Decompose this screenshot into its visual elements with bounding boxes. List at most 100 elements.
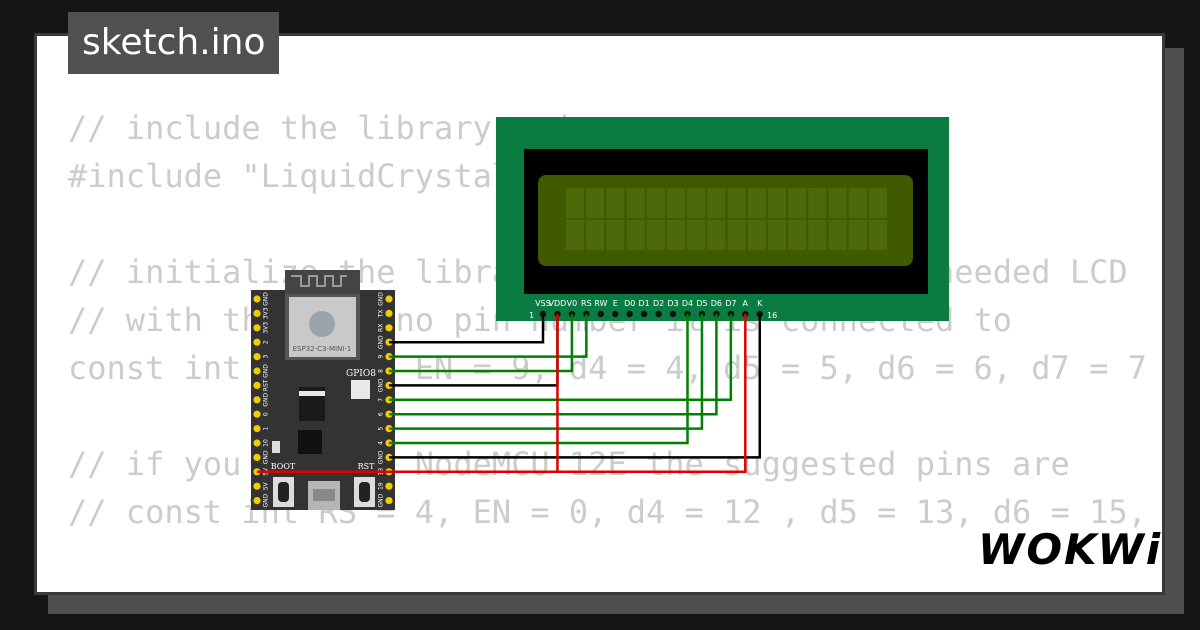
lcd-character-cell xyxy=(626,220,645,250)
board-pin[interactable] xyxy=(253,482,261,490)
wire[interactable] xyxy=(389,314,718,416)
lcd-pin-label: A xyxy=(743,299,749,308)
board-pin-label: 19 xyxy=(378,482,385,490)
board-pin-label: GND xyxy=(378,378,385,392)
board-pin-label: GND xyxy=(378,292,385,306)
wire[interactable] xyxy=(389,314,733,402)
board-pin-label: GND xyxy=(263,364,270,378)
wire[interactable] xyxy=(389,314,689,445)
wires xyxy=(257,314,761,474)
lcd-pin[interactable] xyxy=(669,310,677,318)
lcd-character-cell xyxy=(727,188,746,218)
lcd-pin-label: D0 xyxy=(624,299,635,308)
smd-component xyxy=(272,441,280,453)
wire[interactable] xyxy=(389,314,545,344)
lcd-character-cell xyxy=(586,188,605,218)
board-pin[interactable] xyxy=(385,497,393,505)
board-pin[interactable] xyxy=(385,295,393,303)
regulator-band xyxy=(299,391,325,396)
lcd-character-cell xyxy=(768,188,786,218)
rst-label: RST xyxy=(358,462,376,471)
board-pin[interactable] xyxy=(385,324,393,332)
board-pin-label: 1 xyxy=(263,427,270,431)
lcd-character-cell xyxy=(566,188,584,218)
lcd-character-cell xyxy=(788,220,807,250)
board-pin[interactable] xyxy=(253,453,261,461)
lcd-pin[interactable] xyxy=(640,310,648,318)
lcd-pin-first-label: 1 xyxy=(529,311,534,320)
lcd-character-cell xyxy=(667,188,685,218)
lcd-pin-label: D6 xyxy=(711,299,722,308)
board-pin[interactable] xyxy=(385,482,393,490)
board-pin[interactable] xyxy=(253,338,261,346)
board-pin-label: RX xyxy=(378,324,385,332)
lcd-character-cell xyxy=(768,220,786,250)
lcd-pin-label: V0 xyxy=(567,299,578,308)
board-pin-label: GND xyxy=(263,450,270,464)
lcd-pin-label: D7 xyxy=(725,299,736,308)
lcd-pin[interactable] xyxy=(612,310,619,318)
lcd-character-cell xyxy=(828,188,847,218)
board-pin[interactable] xyxy=(253,396,261,404)
lcd-pin[interactable] xyxy=(626,310,633,318)
board-pin[interactable] xyxy=(253,381,261,389)
board-pin-label: 0 xyxy=(263,412,270,416)
wire[interactable] xyxy=(389,314,574,373)
wokwi-logo: WOKWi xyxy=(978,525,1163,574)
lcd-character-cell xyxy=(667,220,685,250)
lcd-character-cell xyxy=(747,220,766,250)
code-line: // const int RS = 4, EN = 0, d4 = 12 , d… xyxy=(68,493,1147,531)
board-pin-label: 7 xyxy=(378,398,385,402)
wire[interactable] xyxy=(389,314,588,358)
board-pin[interactable] xyxy=(253,353,261,361)
wire[interactable] xyxy=(389,314,761,459)
lcd-character-cell xyxy=(646,188,665,218)
wire[interactable] xyxy=(389,314,704,430)
page-title: sketch.ino xyxy=(68,12,280,74)
lcd-character-cells xyxy=(566,188,887,250)
lcd-pin-label: VDD xyxy=(549,299,567,308)
board-pin[interactable] xyxy=(253,497,261,505)
lcd-pin-label: D2 xyxy=(653,299,664,308)
board-pin[interactable] xyxy=(253,295,261,303)
board-pin[interactable] xyxy=(253,410,261,418)
lcd-character-cell xyxy=(586,220,605,250)
lcd-character-cell xyxy=(646,220,665,250)
lcd-character-cell xyxy=(687,220,706,250)
esp32-c3-board[interactable]: ESP32-C3-MINI-1 GPIO8 BOOT RST GND3V33V3… xyxy=(251,270,395,510)
lcd-character-cell xyxy=(828,220,847,250)
board-pin-label: 4 xyxy=(378,441,385,445)
lcd-pin-label: K xyxy=(757,299,763,308)
lcd-pin[interactable] xyxy=(597,310,604,318)
board-pin-headers: GND3V33V323GNDRSTGND0110GND5V5VGNDGNDTXR… xyxy=(253,292,393,507)
board-pin-label: GND xyxy=(263,393,270,407)
antenna-trace xyxy=(291,275,347,287)
lcd-pin[interactable] xyxy=(655,310,662,318)
lcd-character-cell xyxy=(747,188,766,218)
wire[interactable] xyxy=(257,314,559,474)
board-pin-label: 3V3 xyxy=(263,307,270,319)
wire[interactable] xyxy=(389,314,747,474)
lcd-pin-label: D3 xyxy=(667,299,678,308)
gpio-label: GPIO8 xyxy=(346,369,376,379)
lcd-character-cell xyxy=(848,220,867,250)
board-pin[interactable] xyxy=(253,439,261,447)
lcd-character-cell xyxy=(727,220,746,250)
board-pin[interactable] xyxy=(253,309,261,317)
board-pin-label: 10 xyxy=(263,439,270,447)
board-pin-label: TX xyxy=(378,310,385,319)
wire[interactable] xyxy=(389,314,559,387)
board-pin-label: GND xyxy=(263,292,270,306)
lcd-character-cell xyxy=(848,188,867,218)
rst-button-cap xyxy=(359,482,370,502)
lcd-character-cell xyxy=(869,188,887,218)
board-pin[interactable] xyxy=(253,324,261,332)
board-pin[interactable] xyxy=(385,309,393,317)
board-pin[interactable] xyxy=(253,425,261,433)
module-label: ESP32-C3-MINI-1 xyxy=(293,345,352,353)
board-pin-label: 6 xyxy=(378,412,385,416)
usb-port xyxy=(313,489,335,501)
board-pin[interactable] xyxy=(253,367,261,375)
lcd-pin-header xyxy=(539,310,763,318)
